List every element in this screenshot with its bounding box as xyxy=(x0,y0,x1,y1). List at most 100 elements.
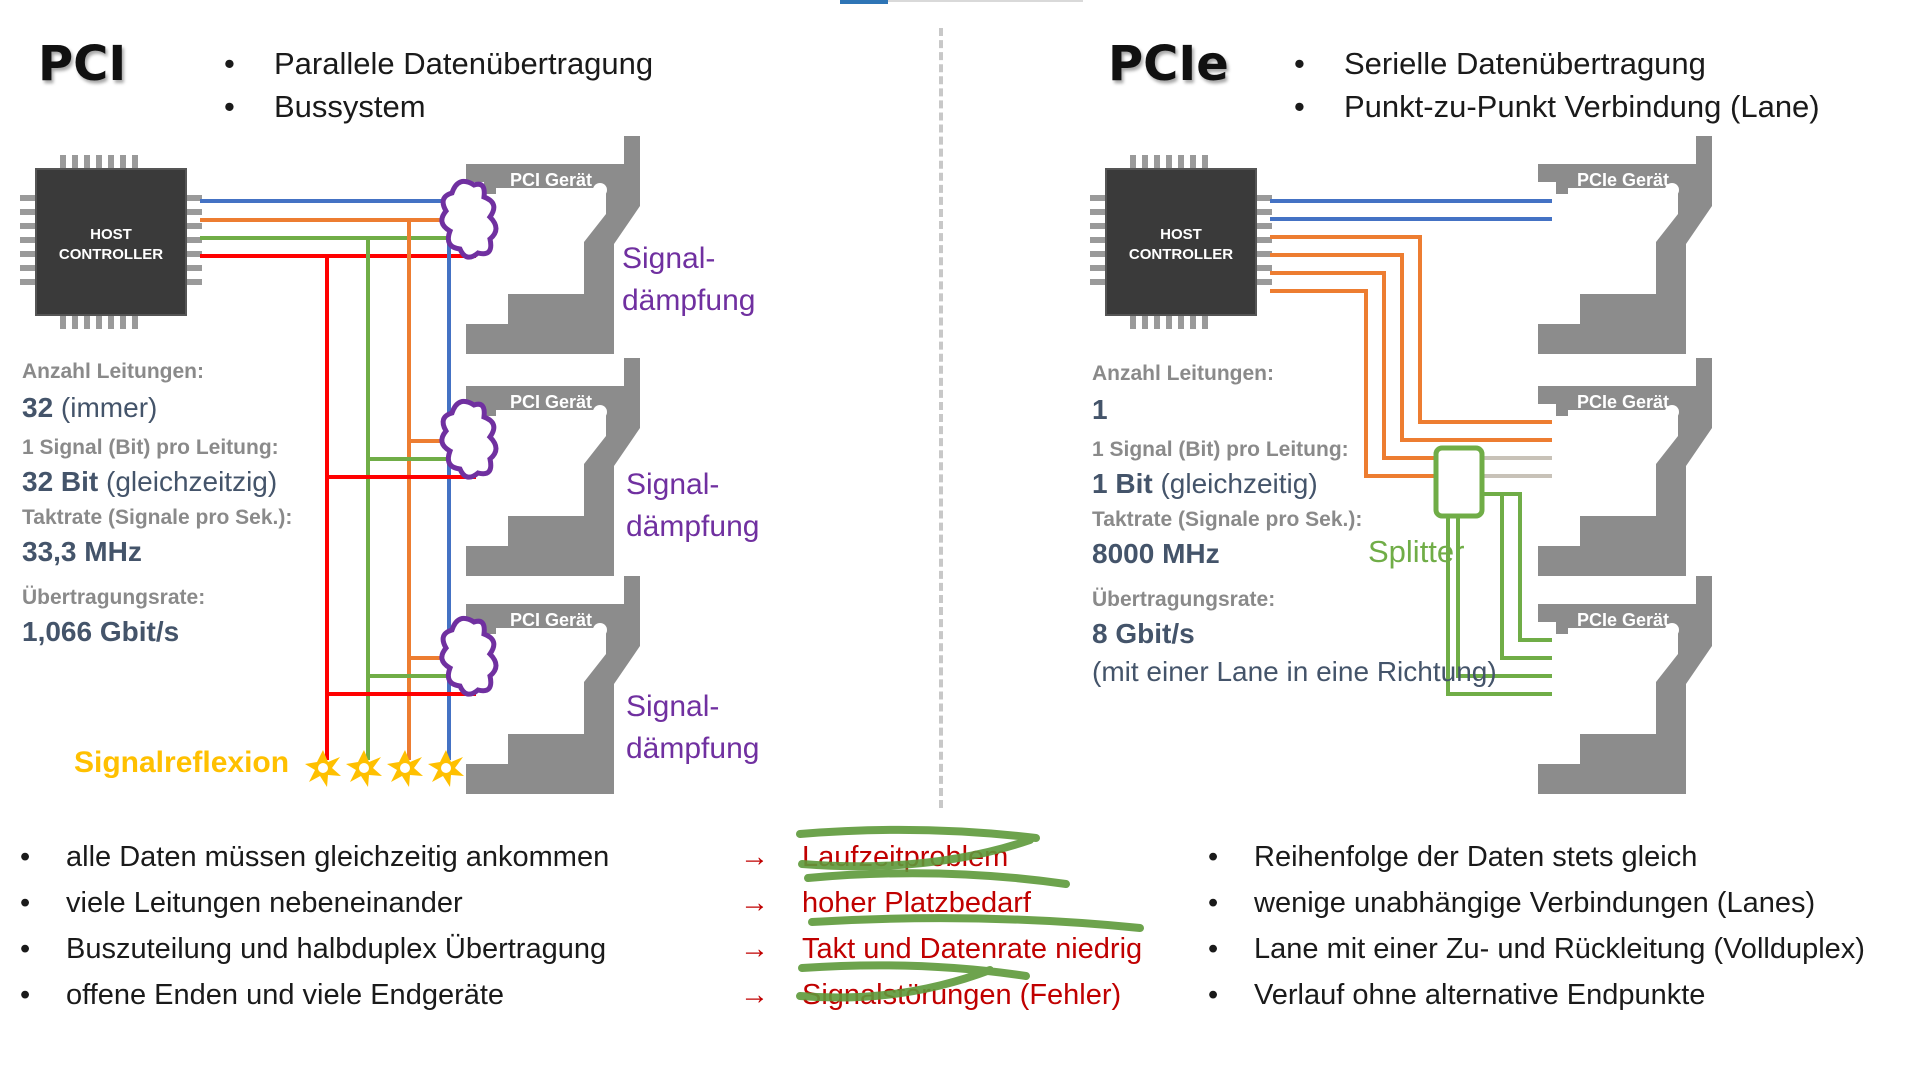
damping-label-line: Signal- xyxy=(626,690,720,723)
burst-icon xyxy=(346,750,382,787)
damping-label-line: dämpfung xyxy=(622,284,756,317)
bullet-dot: • xyxy=(20,841,31,873)
pcie-title: PCIe xyxy=(1108,36,1229,92)
cross-out-mark xyxy=(796,961,1030,1002)
pci-point: • offene Enden und viele Endgeräte xyxy=(20,972,609,1018)
pcie-lane-orange xyxy=(1270,235,1552,424)
splitter-box xyxy=(1433,445,1485,519)
pcie-point: • Reihenfolge der Daten stets gleich xyxy=(1208,834,1865,880)
pci-points-list: • alle Daten müssen gleichzeitig ankommen… xyxy=(20,834,609,1018)
pcie-bullet: •Punkt-zu-Punkt Verbindung (Lane) xyxy=(1294,85,1820,128)
pcie-lane-green xyxy=(1446,518,1552,696)
pci-bus-diagram: HOST CONTROLLER PCI Gerät PCI Gerät PCI … xyxy=(19,136,640,794)
pci-problem: hoher Platzbedarf xyxy=(802,887,1031,919)
pcie-device-label: PCIe Gerät xyxy=(1577,392,1669,412)
burst-icon xyxy=(387,750,423,787)
stat-value-rest: (immer) xyxy=(53,392,158,423)
damping-label-line: dämpfung xyxy=(626,510,760,543)
stat-value-bold: 8 Gbit/s xyxy=(1092,618,1195,649)
pci-bullet-text: Parallele Datenübertragung xyxy=(274,46,654,81)
stat-value-rest: (gleichzeitzig) xyxy=(98,466,278,497)
pci-point: • viele Leitungen nebeneinander xyxy=(20,880,609,926)
center-divider xyxy=(939,28,943,808)
pci-point: • alle Daten müssen gleichzeitig ankommen xyxy=(20,834,609,880)
pci-bullet-list: • Parallele Datenübertragung • Bussystem xyxy=(224,42,653,128)
stat-value: 32 (immer) xyxy=(22,392,292,424)
pcie-point-text: Verlauf ohne alternative Endpunkte xyxy=(1254,979,1706,1011)
pci-damping-clouds xyxy=(439,178,499,697)
stat-label: Anzahl Leitungen: xyxy=(1092,362,1274,385)
pci-point-text: alle Daten müssen gleichzeitig ankommen xyxy=(66,841,610,873)
chip-label-line2: CONTROLLER xyxy=(1129,246,1233,263)
pci-point-text: offene Enden und viele Endgeräte xyxy=(66,979,505,1011)
pci-bullet: • Parallele Datenübertragung xyxy=(224,42,653,85)
pcie-lane-green xyxy=(1480,492,1552,660)
cross-out-mark xyxy=(804,869,1070,888)
arrow-icon: → xyxy=(740,979,769,1011)
stat-value: 1 Bit (gleichzeitig) xyxy=(1092,468,1497,500)
splitter-label: Splitter xyxy=(1368,534,1465,569)
stat-value: 32 Bit (gleichzeitzig) xyxy=(22,466,292,498)
damping-cloud-2 xyxy=(439,398,499,480)
bullet-dot: • xyxy=(1208,841,1219,873)
bullet-dot: • xyxy=(20,933,31,965)
stat-label: Übertragungsrate: xyxy=(22,586,206,609)
damping-label-line: dämpfung xyxy=(626,732,760,765)
stat-value: 33,3 MHz xyxy=(22,536,292,568)
pci-damping-label-1: Signal- dämpfung xyxy=(622,238,755,322)
pcie-bullet: •Serielle Datenübertragung xyxy=(1294,42,1820,85)
arrow-column: → → → → xyxy=(740,834,769,1018)
damping-cloud-3 xyxy=(439,615,499,697)
chip-label-line1: HOST xyxy=(1160,226,1202,243)
top-accent-line xyxy=(888,0,1083,2)
stat-label: Anzahl Leitungen: xyxy=(22,360,204,383)
pci-problem: Takt und Datenrate niedrig xyxy=(802,933,1143,965)
pcie-bullet-text: Serielle Datenübertragung xyxy=(1344,46,1706,81)
pcie-point: •wenige unabhängige Verbindungen (Lanes) xyxy=(1208,880,1865,926)
bullet-dot: • xyxy=(1208,979,1219,1011)
stat-label: 1 Signal (Bit) pro Leitung: xyxy=(1092,438,1349,461)
pci-host-controller-chip: HOST CONTROLLER xyxy=(19,154,203,330)
pcie-point: • Lane mit einer Zu- und Rückleitung (Vol… xyxy=(1208,926,1865,972)
signal-reflexion-label: Signalreflexion xyxy=(74,746,290,779)
pci-bullet-text: Bussystem xyxy=(274,89,426,124)
stat-value-bold: 8000 MHz xyxy=(1092,538,1220,569)
pci-device-label: PCI Gerät xyxy=(510,170,592,190)
pcie-lane-green xyxy=(1456,518,1552,678)
chip-label-line2: CONTROLLER xyxy=(59,246,163,263)
pci-title: PCI xyxy=(38,36,127,92)
pci-device-1: PCI Gerät xyxy=(466,136,640,354)
pci-device-label: PCI Gerät xyxy=(510,392,592,412)
damping-cloud-1 xyxy=(439,178,499,260)
pcie-bullet-text: Punkt-zu-Punkt Verbindung (Lane) xyxy=(1344,89,1820,124)
top-accent xyxy=(840,0,888,4)
pci-point-text: viele Leitungen nebeneinander xyxy=(66,887,463,919)
bullet-dot: • xyxy=(224,89,235,124)
pci-device-3: PCI Gerät xyxy=(466,576,640,794)
stat-value: 8000 MHz xyxy=(1092,538,1497,570)
bullet-dot: • xyxy=(20,887,31,919)
pci-point: •Buszuteilung und halbduplex Übertragung xyxy=(20,926,609,972)
pci-damping-label-2: Signal- dämpfung xyxy=(626,464,759,548)
bullet-dot: • xyxy=(20,979,31,1011)
pcie-lane-diagram: HOST CONTROLLER PCIe Gerät PCIe Gerät PC… xyxy=(1089,136,1712,794)
pcie-device-2: PCIe Gerät xyxy=(1538,358,1712,576)
pcie-point-text: Reihenfolge der Daten stets gleich xyxy=(1254,841,1698,873)
cross-out-mark xyxy=(808,914,1144,932)
arrow-icon: → xyxy=(740,887,769,919)
pcie-host-controller-chip: HOST CONTROLLER xyxy=(1089,154,1273,330)
stat-label: Taktrate (Signale pro Sek.): xyxy=(1092,508,1363,531)
arrow-icon: → xyxy=(740,933,769,965)
pcie-point-text: Lane mit einer Zu- und Rückleitung (Voll… xyxy=(1254,933,1865,965)
stat-value-bold: 32 Bit xyxy=(22,466,99,497)
stat-note: (mit einer Lane in eine Richtung) xyxy=(1092,656,1497,687)
bullet-dot: • xyxy=(1208,933,1219,965)
bullet-dot: • xyxy=(1208,887,1219,919)
stat-label: 1 Signal (Bit) pro Leitung: xyxy=(22,436,279,459)
pci-device-label: PCI Gerät xyxy=(510,610,592,630)
burst-icon xyxy=(428,750,464,787)
pci-device-2: PCI Gerät xyxy=(466,358,640,576)
stat-value: 8 Gbit/s xyxy=(1092,618,1497,650)
pci-bullet: • Bussystem xyxy=(224,85,653,128)
bullet-dot: • xyxy=(224,46,235,81)
